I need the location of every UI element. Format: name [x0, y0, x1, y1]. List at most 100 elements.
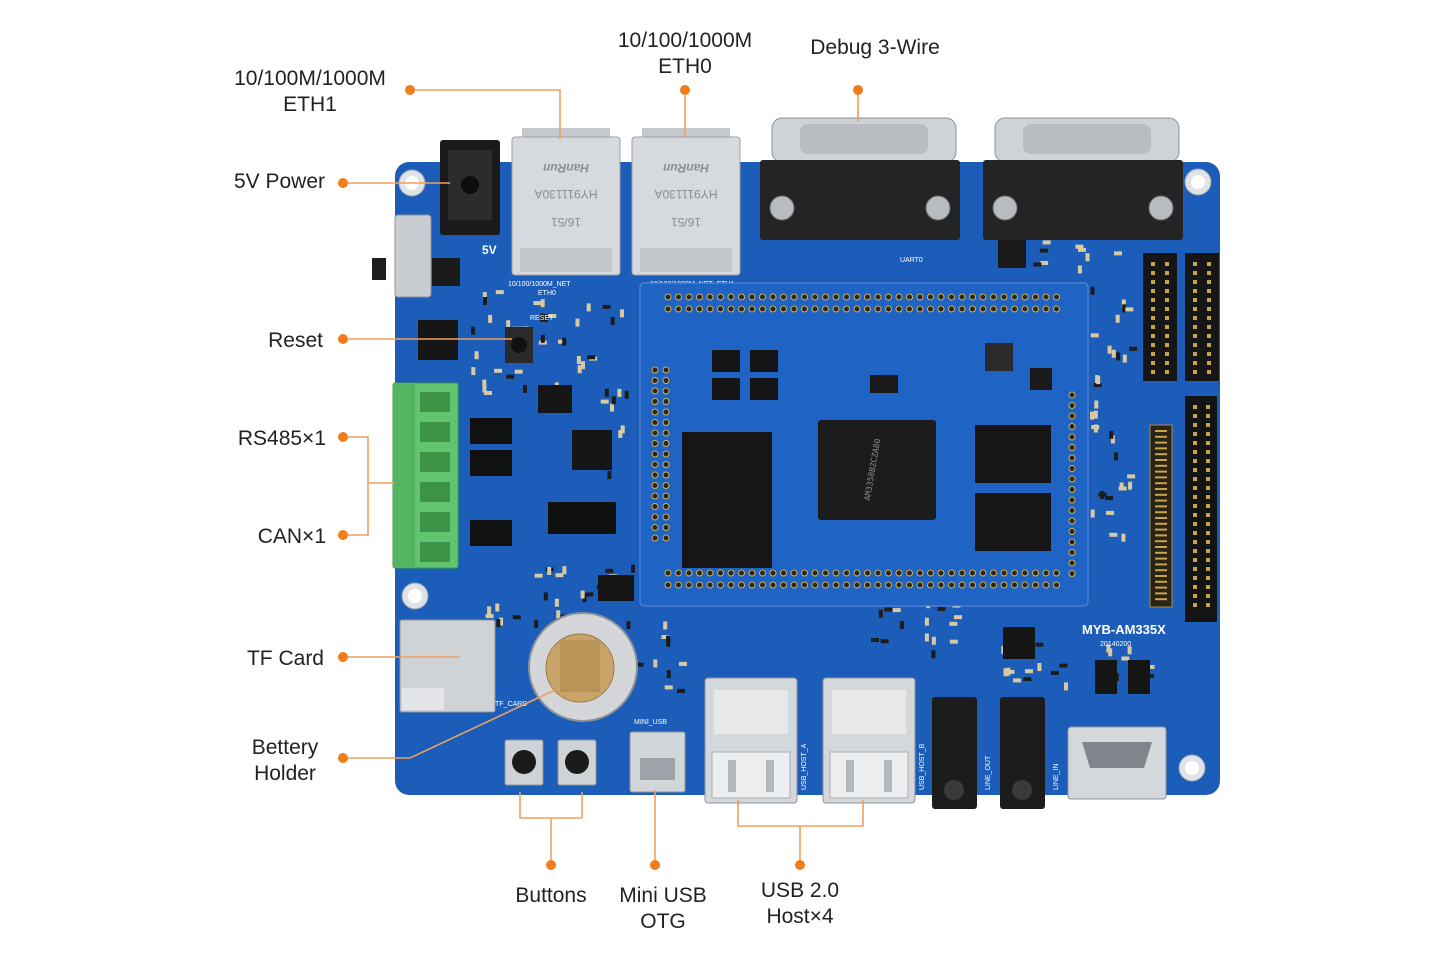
smd-component [611, 396, 616, 405]
fpc-contact [1155, 470, 1167, 473]
header-pin [675, 293, 682, 301]
header-pin [790, 305, 798, 313]
smd-component [1093, 424, 1098, 433]
header-pin [1165, 316, 1169, 320]
fpc-contact [1155, 528, 1167, 531]
header-pin [958, 305, 966, 313]
header-pin [979, 581, 987, 589]
label-battery-line2: Holder [254, 762, 316, 785]
header-pin [738, 569, 745, 577]
header-pin [1068, 507, 1076, 514]
header-pin [706, 569, 714, 577]
fpc-contact [1155, 430, 1167, 432]
usb-host-port-b [822, 677, 916, 804]
header-pin [759, 293, 766, 301]
smd-component [1006, 669, 1015, 674]
board-date-code: 20140200 [1100, 641, 1131, 648]
smd-component [1107, 345, 1112, 354]
tf-card-slot [399, 619, 496, 713]
smd-component [576, 356, 581, 364]
silk-line-out: LINE_OUT [985, 755, 992, 790]
header-pin [822, 569, 829, 577]
header-pin [1151, 271, 1155, 275]
header-pin [885, 581, 892, 589]
header-pin [1021, 305, 1029, 313]
smd-component [663, 621, 668, 630]
header-pin [853, 581, 861, 589]
header-pin [1053, 293, 1060, 301]
dc-jack-socket [461, 176, 479, 194]
header-pin [651, 450, 659, 458]
label-eth0-line1: 10/100/1000M [618, 29, 752, 52]
header-pin [662, 440, 670, 447]
header-pin [1193, 352, 1197, 356]
header-pin [979, 293, 987, 301]
regulator-chip [750, 350, 778, 372]
header-pin [1165, 361, 1169, 365]
smd-component [1094, 400, 1099, 409]
fpc-contact [1155, 435, 1167, 438]
header-pin [662, 377, 670, 384]
smd-component [499, 617, 503, 626]
usb-slot [728, 760, 736, 792]
header-pin [1151, 298, 1155, 302]
header-pin [651, 534, 659, 542]
header-pin [662, 461, 670, 468]
header-pin [1068, 517, 1076, 525]
smd-component [482, 292, 487, 301]
smd-component [954, 615, 962, 620]
header-pin [1193, 262, 1197, 266]
header-pin [990, 581, 997, 589]
label-eth1-line2: ETH1 [283, 93, 337, 116]
header-pin [1165, 370, 1169, 374]
header-pin [685, 293, 693, 301]
header-pin [1165, 289, 1169, 293]
callout-dot [338, 178, 348, 188]
header-pin [651, 503, 659, 510]
header-pin [651, 482, 659, 489]
header-pin [1207, 352, 1211, 356]
header-pin [1011, 569, 1018, 577]
header-pin [1053, 305, 1060, 313]
right-header-pins [1151, 262, 1211, 607]
header-pin [864, 581, 871, 589]
header-pin [969, 293, 976, 301]
header-pin [1206, 513, 1210, 517]
header-pin [1193, 495, 1197, 499]
smd-component [1025, 669, 1033, 674]
header-pin [1193, 432, 1197, 436]
header-pin [1193, 585, 1197, 589]
header-pin [685, 581, 693, 589]
header-pin [769, 305, 777, 313]
header-pin [790, 581, 798, 589]
smd-component [562, 337, 567, 346]
fpc-contact [1155, 441, 1167, 444]
header-pin [662, 408, 670, 416]
header-pin [1207, 343, 1211, 347]
header-pin [885, 569, 892, 577]
header-pin [1068, 444, 1076, 451]
isolation-module [548, 502, 616, 534]
smd-component [884, 607, 893, 612]
db9-screw [1148, 195, 1174, 221]
audio-jacks [932, 697, 1045, 809]
header-pin [1165, 280, 1169, 284]
header-pin [979, 569, 987, 577]
header-pin [1193, 468, 1197, 472]
header-pin [969, 581, 976, 589]
header-pin [748, 305, 756, 313]
uart-chip [998, 240, 1026, 268]
header-pin [801, 305, 808, 313]
smd-component [1035, 642, 1044, 647]
smd-component [1096, 376, 1101, 385]
header-pin [958, 581, 966, 589]
smd-component [924, 617, 929, 626]
leader-eth1 [410, 89, 561, 140]
smd-component [924, 633, 929, 642]
smd-component [1042, 240, 1051, 245]
header-pin [864, 293, 871, 301]
header-pin [1021, 293, 1029, 301]
header-pin [958, 293, 966, 301]
header-pin [664, 305, 672, 313]
header-pin [1193, 405, 1197, 409]
